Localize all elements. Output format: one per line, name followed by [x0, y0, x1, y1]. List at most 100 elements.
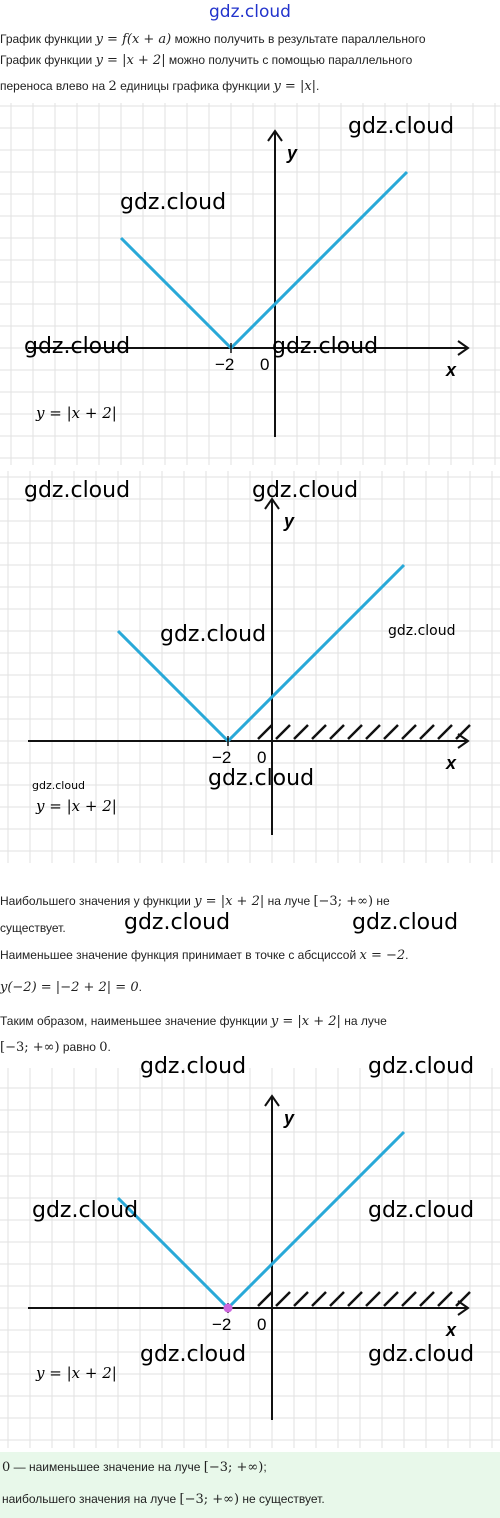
tick-label: −2 — [212, 1315, 231, 1334]
analysis-line-2: существует. — [0, 921, 66, 935]
hatch-mark — [311, 724, 327, 740]
hatch-mark — [293, 724, 309, 740]
analysis-text: . — [138, 980, 142, 994]
analysis-text: Наибольшего значения у функции — [0, 894, 195, 908]
watermark: gdz.cloud — [32, 779, 86, 792]
analysis-text: . — [405, 948, 409, 962]
watermark: gdz.cloud — [140, 1342, 247, 1367]
watermark: gdz.cloud — [272, 334, 379, 359]
hatch-mark — [365, 1291, 381, 1307]
hatch-mark — [437, 1291, 453, 1307]
analysis-text: Наименьшее значение функция принимает в … — [0, 948, 360, 962]
formula: x = −2 — [359, 948, 406, 963]
analysis-line-5: Таким образом, наименьшее значение функц… — [0, 1014, 496, 1029]
watermark: gdz.cloud — [352, 910, 459, 935]
analysis-line-3: Наименьшее значение функция принимает в … — [0, 948, 496, 963]
hatch-mark — [383, 1291, 399, 1307]
hatch-mark — [329, 1291, 345, 1307]
watermark: gdz.cloud — [368, 1342, 475, 1367]
y-axis-label: y — [283, 511, 295, 531]
analysis-text: равно — [59, 1040, 100, 1054]
origin-label: 0 — [257, 748, 266, 767]
answer-text: ; — [263, 1460, 267, 1474]
answer-line-2: наибольшего значения на луче [−3; +∞) не… — [2, 1492, 498, 1507]
hatch-mark — [401, 724, 417, 740]
x-axis-arrow — [457, 340, 470, 356]
hatch-mark — [455, 724, 471, 740]
formula-label: y = |x + 2| — [35, 797, 117, 815]
watermark: gdz.cloud — [348, 114, 455, 139]
hatch-mark — [347, 724, 363, 740]
ray: [−3; +∞) — [179, 1492, 240, 1507]
analysis-line-4: y(−2) = |−2 + 2| = 0. — [0, 980, 496, 995]
shaded-ray — [257, 724, 471, 740]
watermark: gdz.cloud — [140, 1054, 247, 1079]
analysis-text: не — [373, 894, 390, 908]
grid — [0, 471, 500, 863]
intro-line-1: График функции y = f(x + a) можно получи… — [0, 32, 496, 47]
ray: [−3; +∞) — [203, 1460, 264, 1475]
hatch-mark — [257, 1291, 273, 1307]
intro-text: . — [316, 79, 320, 93]
origin-label: 0 — [260, 355, 269, 374]
hatch-mark — [311, 1291, 327, 1307]
x-axis-arrow — [457, 1300, 470, 1316]
hatch-mark — [455, 1291, 471, 1307]
hatch-mark — [275, 1291, 291, 1307]
intro-text: График функции — [0, 32, 96, 46]
formula: y = |x| — [273, 79, 317, 94]
formula: y = |x + 2| — [194, 894, 265, 909]
y-axis-arrow — [264, 1094, 280, 1107]
answer-text: наибольшего значения на луче — [2, 1492, 180, 1506]
analysis-text: на луче — [340, 1014, 387, 1028]
min-point-marker — [223, 1303, 233, 1313]
analysis-line-1: Наибольшего значения у функции y = |x + … — [0, 894, 496, 909]
answer-text: — наименьшее значение на луче — [10, 1460, 204, 1474]
grid — [0, 1068, 500, 1448]
intro-text: единицы графика функции — [116, 79, 274, 93]
ray: [−3; +∞) — [313, 894, 374, 909]
answer-box: 0 — наименьшее значение на луче [−3; +∞)… — [0, 1452, 500, 1518]
hatch-mark — [401, 1291, 417, 1307]
watermark: gdz.cloud — [160, 622, 267, 647]
intro-text: График функции — [0, 53, 96, 67]
graph-2: −2 0 x y y = |x + 2| — [0, 471, 500, 863]
hatch-mark — [347, 1291, 363, 1307]
analysis-text: Таким образом, наименьшее значение функц… — [0, 1014, 271, 1028]
graph-canvas: −2 0 x y y = |x + 2| — [0, 471, 500, 863]
x-axis-label: x — [445, 360, 457, 380]
number: 0 — [99, 1040, 108, 1055]
hatch-mark — [275, 724, 291, 740]
x-axis-label: x — [445, 1320, 457, 1340]
number: 0 — [2, 1460, 11, 1475]
hatch-mark — [257, 724, 273, 740]
origin-label: 0 — [257, 1315, 266, 1334]
formula: y = |x + 2| — [95, 53, 166, 68]
answer-text: не существует. — [239, 1492, 325, 1506]
y-axis-label: y — [286, 143, 298, 163]
ray: [−3; +∞) — [0, 1040, 60, 1055]
hatch-mark — [329, 724, 345, 740]
watermark: gdz.cloud — [120, 190, 227, 215]
shaded-ray — [257, 1291, 471, 1307]
hatch-mark — [365, 724, 381, 740]
watermark: gdz.cloud — [124, 910, 231, 935]
formula: y(−2) = |−2 + 2| = 0 — [0, 980, 139, 995]
formula: y = f(x + a) — [95, 32, 172, 47]
x-axis-label: x — [445, 753, 457, 773]
site-logo[interactable]: gdz.cloud — [209, 2, 291, 22]
watermark: gdz.cloud — [24, 478, 131, 503]
formula-label: y = |x + 2| — [35, 1364, 117, 1382]
hatch-mark — [419, 724, 435, 740]
watermark: gdz.cloud — [368, 1054, 475, 1079]
watermark: gdz.cloud — [32, 1198, 139, 1223]
tick-label: −2 — [215, 355, 234, 374]
hatch-mark — [419, 1291, 435, 1307]
tick-label: −2 — [212, 748, 231, 767]
watermark: gdz.cloud — [388, 623, 456, 639]
analysis-text: . — [107, 1040, 111, 1054]
y-axis-arrow — [267, 129, 283, 142]
